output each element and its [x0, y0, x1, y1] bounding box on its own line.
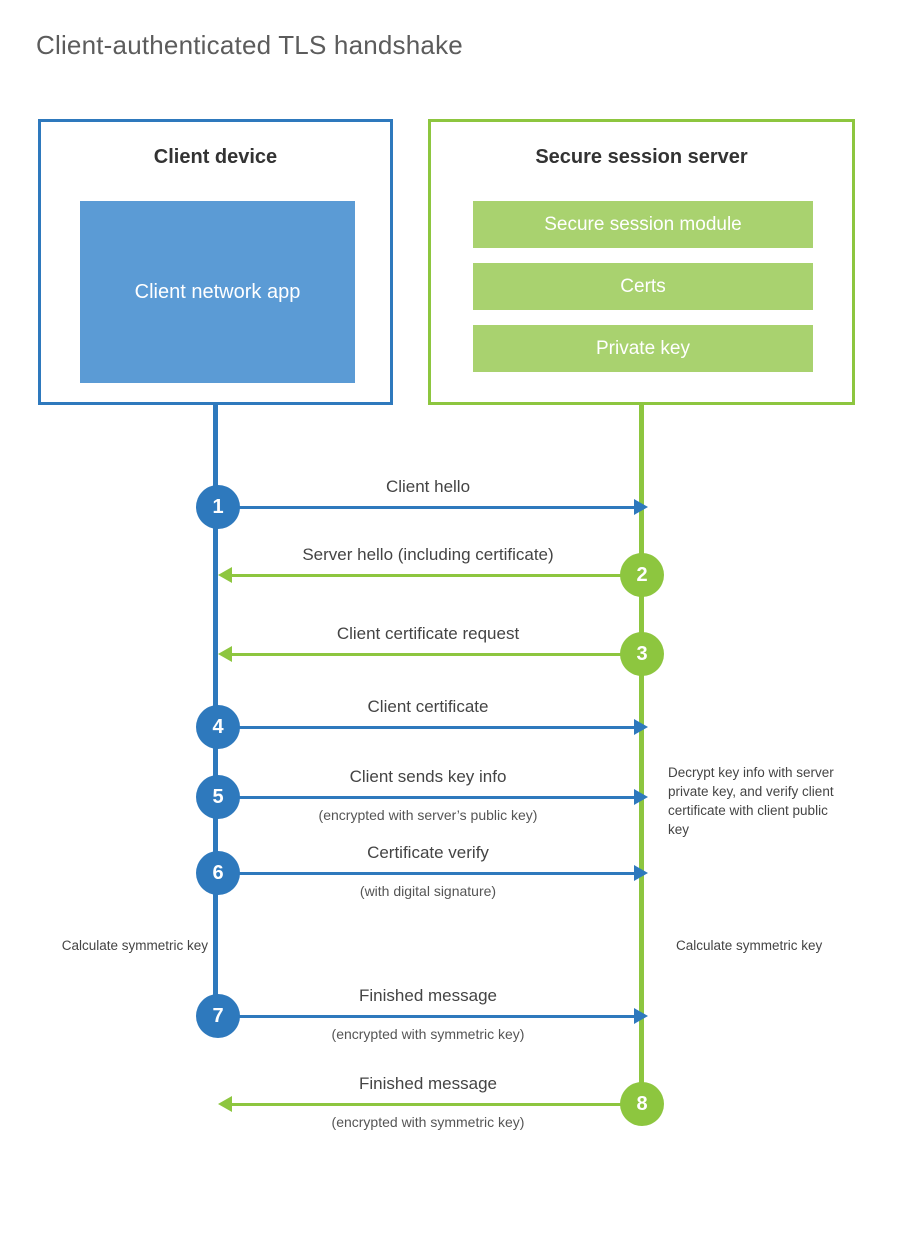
client-network-app-block: Client network app: [80, 201, 355, 383]
step-1-label: Client hello: [385, 477, 471, 496]
server-lifeline: [639, 404, 644, 1106]
step-6-label: Certificate verify: [367, 843, 489, 862]
secure-session-server-title: Secure session server: [535, 146, 748, 168]
step-6-arrow-head: [634, 865, 648, 881]
client-calculate-symmetric-key-note: Calculate symmetric key: [61, 938, 208, 953]
step-5-sublabel: (encrypted with server’s public key): [318, 807, 538, 823]
step-8-arrow-head: [218, 1096, 232, 1112]
step-5-arrow-head: [634, 789, 648, 805]
step-4-label: Client certificate: [367, 697, 489, 716]
step-7-arrow-head: [634, 1008, 648, 1024]
step-5-arrow-line: [218, 796, 634, 799]
step-1-arrow-head: [634, 499, 648, 515]
page-title: Client-authenticated TLS handshake: [36, 30, 463, 60]
step-2-arrow-head: [218, 567, 232, 583]
step-8-badge: 8: [620, 1082, 664, 1126]
server-calculate-symmetric-key-note: Calculate symmetric key: [676, 938, 823, 953]
step-4-arrow-line: [218, 726, 634, 729]
step-8-arrow-line: [232, 1103, 644, 1106]
step-5-badge: 5: [196, 775, 240, 819]
step-3-arrow-head: [218, 646, 232, 662]
step-7-arrow-line: [218, 1015, 634, 1018]
step-6-arrow-line: [218, 872, 634, 875]
step-3-arrow-line: [232, 653, 644, 656]
step-1-badge: 1: [196, 485, 240, 529]
step-3-badge: 3: [620, 632, 664, 676]
step-8-label: Finished message: [359, 1074, 497, 1093]
step-7-sublabel: (encrypted with symmetric key): [331, 1026, 525, 1042]
step-2-arrow-line: [232, 574, 644, 577]
step-7-badge: 7: [196, 994, 240, 1038]
secure-session-server-box: Secure session server Secure session mod…: [428, 119, 855, 405]
client-device-box: Client device Client network app: [38, 119, 393, 405]
server-component-secure-session-module: Secure session module: [473, 201, 813, 248]
server-component-certs: Certs: [473, 263, 813, 310]
step-2-badge: 2: [620, 553, 664, 597]
client-device-title: Client device: [153, 146, 278, 168]
step-2-label: Server hello (including certificate): [302, 545, 554, 564]
server-component-private-key: Private key: [473, 325, 813, 372]
step-6-badge: 6: [196, 851, 240, 895]
step-5-label: Client sends key info: [349, 767, 507, 786]
step-4-badge: 4: [196, 705, 240, 749]
step-6-sublabel: (with digital signature): [359, 883, 497, 899]
server-decrypt-note: Decrypt key info with server private key…: [668, 765, 834, 838]
step-4-arrow-head: [634, 719, 648, 735]
step-8-sublabel: (encrypted with symmetric key): [331, 1114, 525, 1130]
step-3-label: Client certificate request: [336, 624, 520, 643]
step-7-label: Finished message: [359, 986, 497, 1005]
step-1-arrow-line: [218, 506, 634, 509]
